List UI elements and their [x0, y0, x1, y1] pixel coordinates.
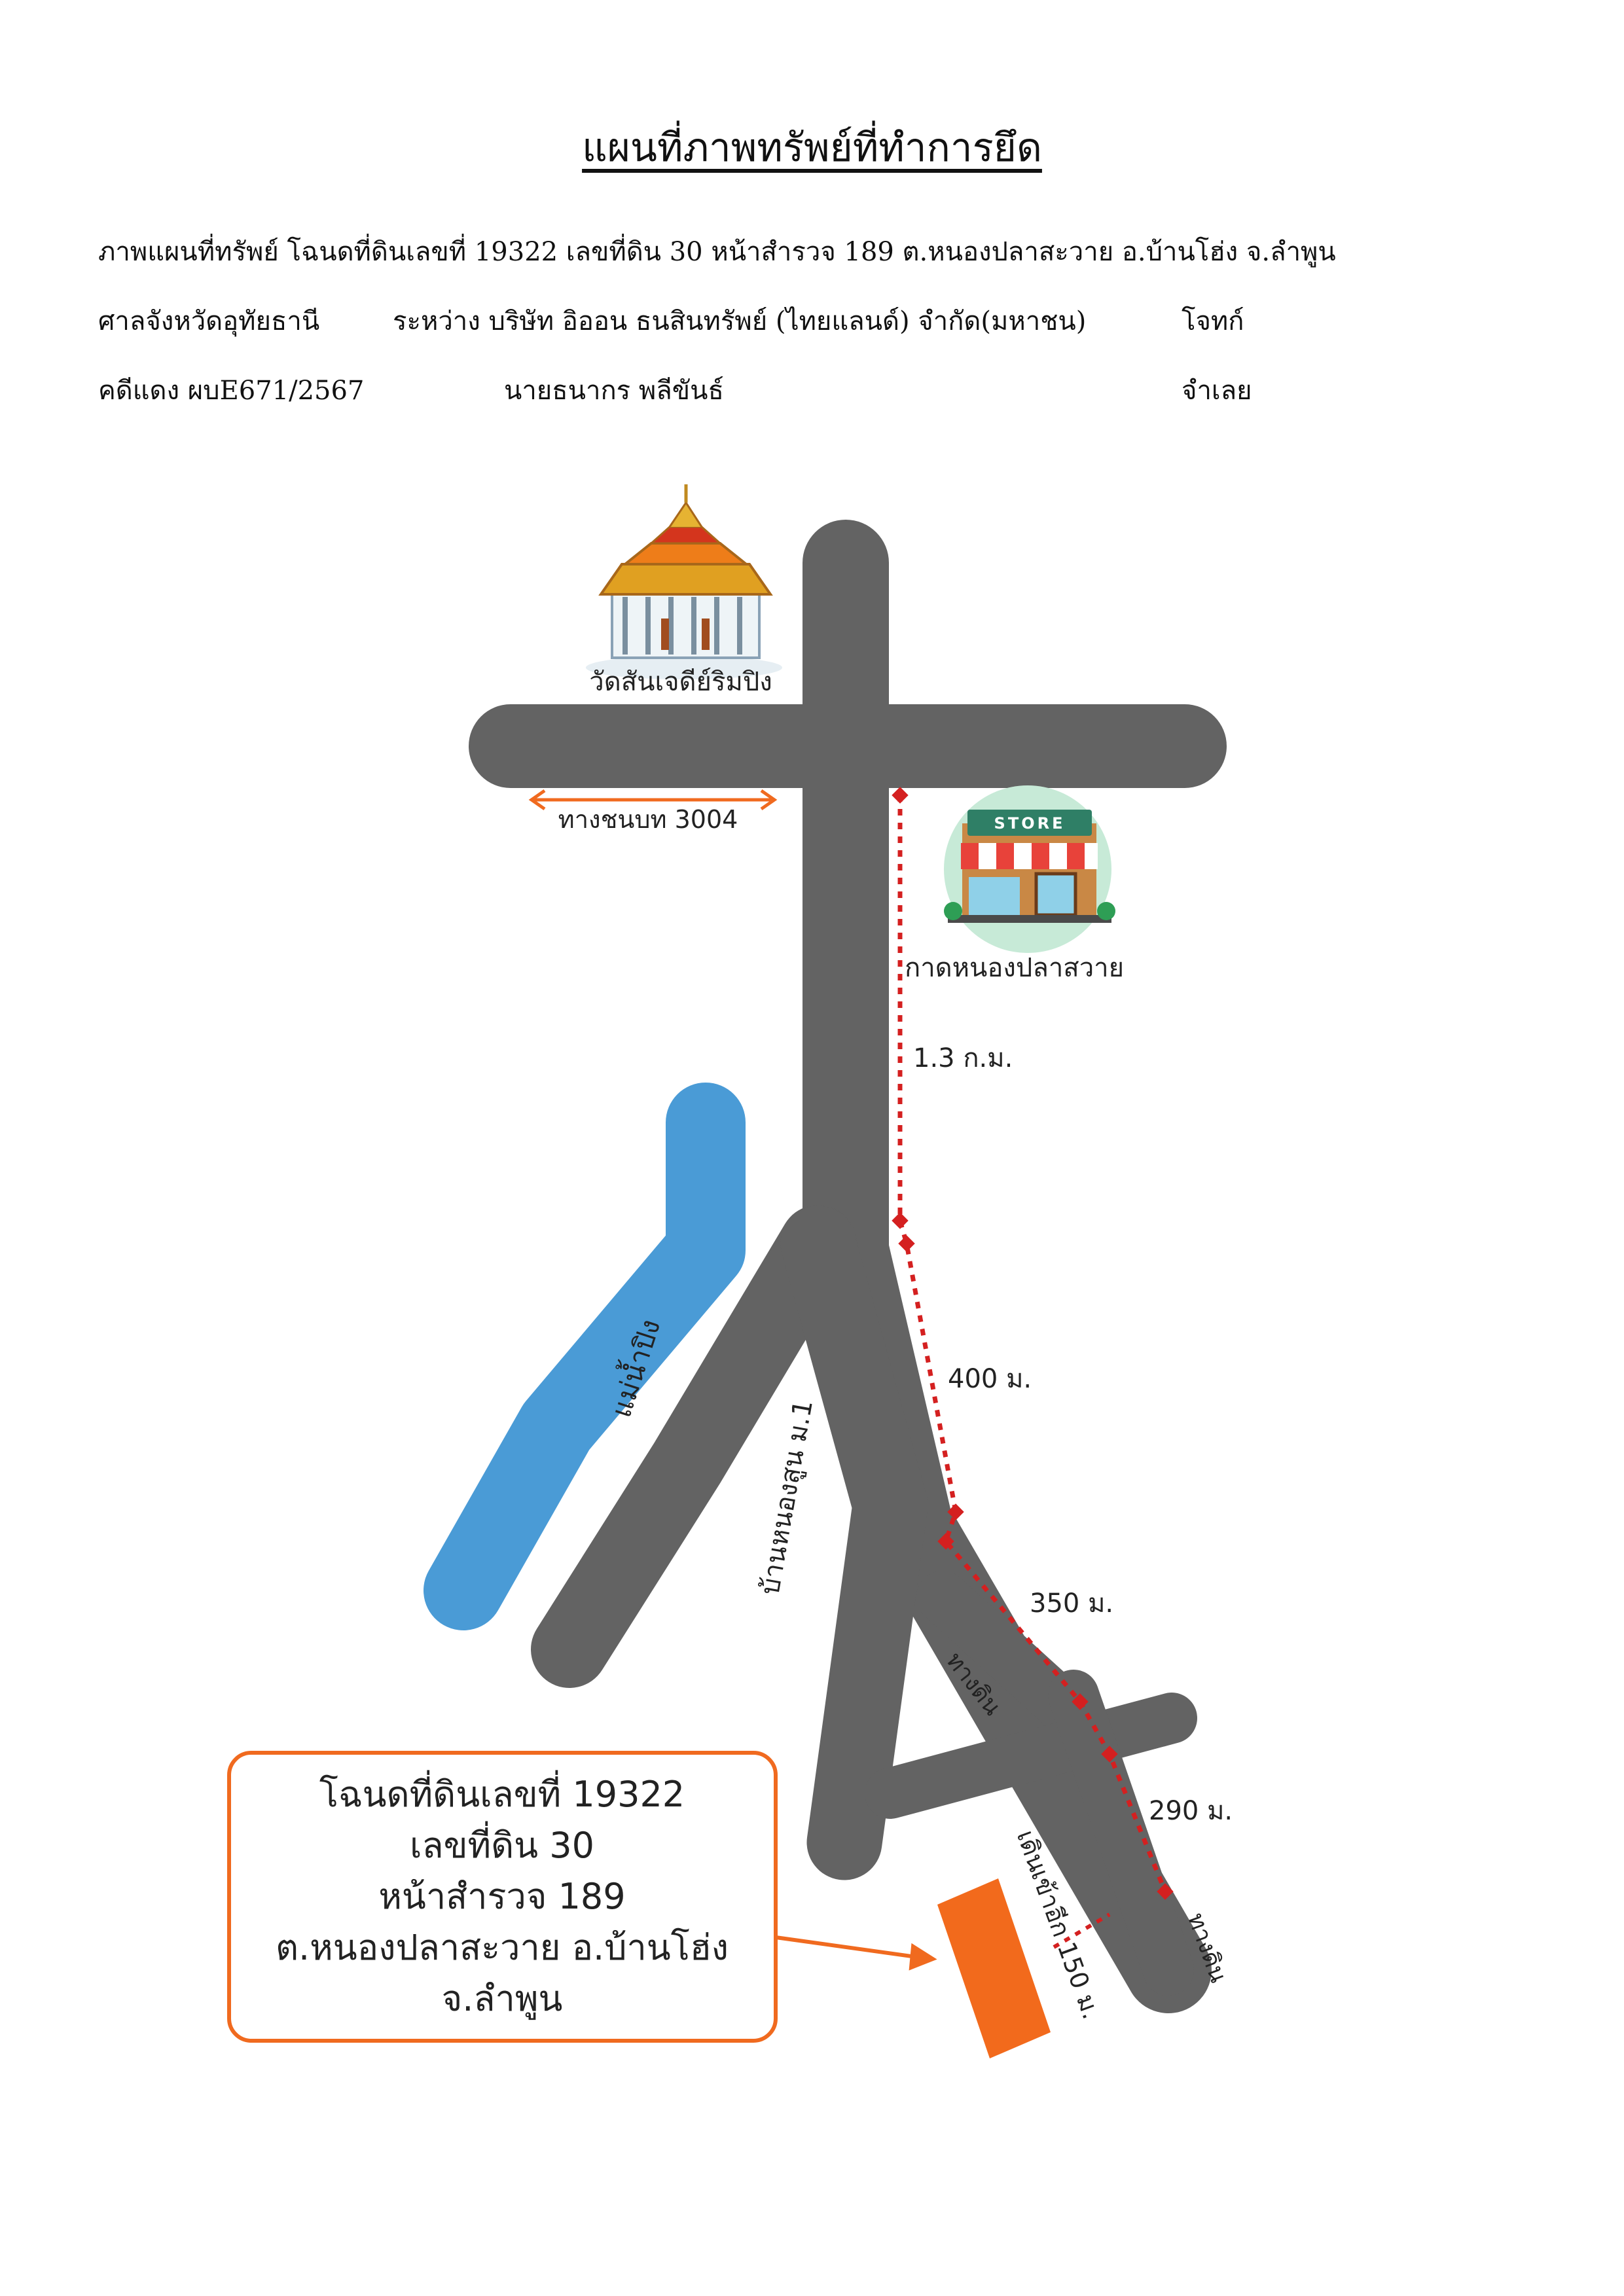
road-network: [469, 520, 1227, 2013]
route-point-1: [892, 787, 909, 804]
parcel-box: [227, 1751, 778, 2043]
road-branch-west: [531, 1205, 857, 1688]
parcel-details: โฉนดที่ดินเลขที่ 19322 เลขที่ดิน 30 หน้า…: [276, 1770, 729, 2020]
distance-label-4: 290 ม.: [1149, 1796, 1233, 1826]
road-branch-village: [780, 1206, 928, 1880]
road-3004-arrow: [528, 789, 778, 811]
store-label: กาดหนองปลาสวาย: [905, 953, 1124, 983]
parcel-line-4: ต.หนองปลาสะวาย อ.บ้านโฮ่ง: [276, 1927, 729, 1968]
parcel-line-3: หน้าสำรวจ 189: [378, 1876, 625, 1917]
route-point-2: [892, 1212, 909, 1229]
court-name: ศาลจังหวัดอุทัยธานี: [98, 306, 320, 336]
parcel-arrow: [775, 1935, 937, 1971]
plaintiff-role: โจทก์: [1182, 306, 1244, 336]
parcel-plot: [937, 1878, 1051, 2058]
distance-label-1: 1.3 ก.ม.: [913, 1043, 1013, 1073]
defendant-name: นายธนากร พลีขันธ์: [504, 376, 724, 406]
store-icon: STORE: [944, 785, 1115, 953]
plaintiff-name: ระหว่าง บริษัท อิออน ธนสินทรัพย์ (ไทยแลน…: [393, 306, 1087, 336]
property-description: ภาพแผนที่ทรัพย์ โฉนดที่ดินเลขที่ 19322 เ…: [98, 237, 1336, 267]
case-number: คดีแดง ผบE671/2567: [98, 376, 365, 406]
defendant-role: จำเลย: [1182, 376, 1252, 406]
road-3004-label: ทางชนบท 3004: [558, 805, 738, 834]
parcel-line-5: จ.ลำพูน: [442, 1978, 563, 2020]
road-dirt-crossing: [865, 1693, 1197, 1819]
temple-label: วัดสันเจดีย์ริมปิง: [589, 667, 772, 697]
parcel-line-1: โฉนดที่ดินเลขที่ 19322: [319, 1770, 685, 1815]
parcel-line-2: เลขที่ดิน 30: [410, 1821, 594, 1866]
route-point-3: [898, 1235, 915, 1252]
road-dirt-south: [1048, 1670, 1194, 1996]
store-sign: STORE: [994, 814, 1066, 833]
walk-in-path: [1053, 1912, 1111, 1949]
distance-label-2: 400 ม.: [948, 1364, 1032, 1394]
temple-icon: [586, 484, 782, 679]
river-shape: [424, 1083, 746, 1630]
distance-label-3: 350 ม.: [1030, 1588, 1113, 1619]
page-title: แผนที่ภาพทรัพย์ที่ทำการยึด: [582, 125, 1042, 171]
village-road-label: บ้านหนองสูน ม.1: [755, 1397, 819, 1597]
